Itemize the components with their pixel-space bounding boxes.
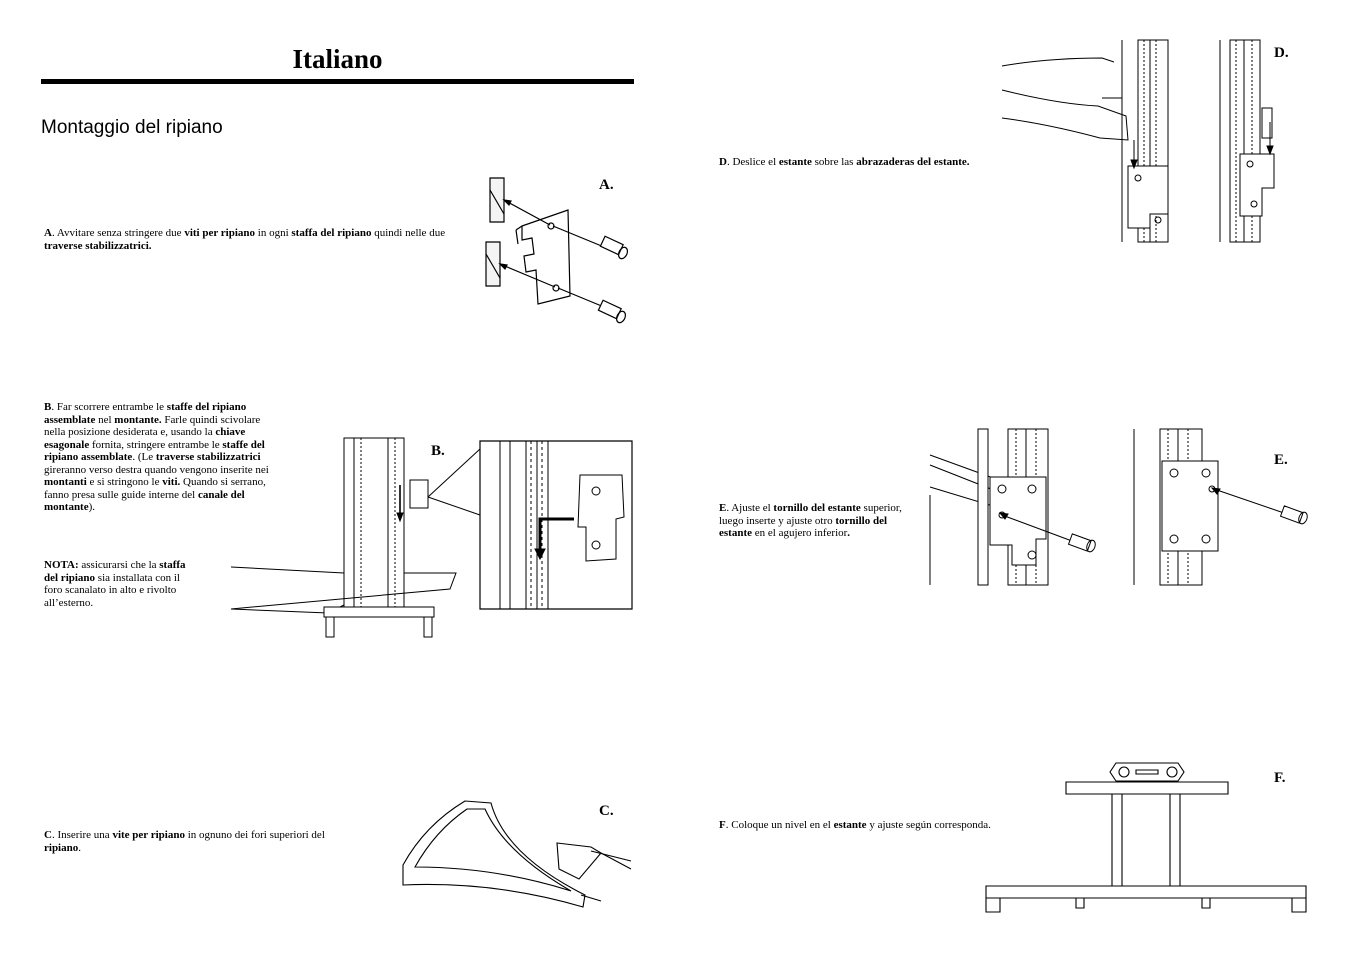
text-run: in ognuno dei fori superiori del [184,829,325,841]
figure-b-column-bracket [228,435,638,645]
step-d-text: D. Deslice el estante sobre las abrazade… [719,156,1019,169]
text-run: . Avvitare senza stringere due [51,227,185,239]
bold-term: tornillo del estante [773,502,861,514]
bold-term: estante [833,819,867,831]
text-run: ). [88,501,96,513]
bold-term: montante. [114,413,162,426]
text-run: nel [95,413,115,426]
figure-d-shelf-slide [998,38,1263,246]
section-heading: Montaggio del ripiano [41,117,223,138]
text-run: en el agujero inferior [752,527,848,539]
figure-a-bracket-screws [480,170,640,330]
figure-label-e: E. [1274,452,1288,468]
bold-term: staffa del ripiano [291,227,372,239]
text-run: . Deslice el [726,156,779,168]
bold-term: . [847,527,851,539]
text-run: superior, luego inserte y ajuste otro [719,502,902,527]
bold-term: ripiano [44,841,79,854]
bold-term: B [44,401,52,413]
figure-e-screws [928,427,1313,589]
text-run: . Coloque un nivel en el [725,819,834,831]
bold-term: montanti [44,476,87,488]
bold-term: D [719,156,727,168]
text-run: . Inserire una [51,829,113,841]
text-run: assicurarsi che la [78,559,160,571]
step-b-text: B. Far scorrere entrambe le staffe del r… [44,401,279,514]
step-e-text: E. Ajuste el tornillo del estante superi… [719,502,915,540]
text-run: Quando si serrano, fanno presa sulle gui… [44,476,266,501]
text-run: sobre las [811,156,857,168]
text-run: sia installata con il foro scanalato in … [44,571,180,609]
step-c-text: C. Inserire una vite per ripiano in ognu… [44,829,364,854]
bold-term: staffe del ripiano assemblate [44,401,247,426]
bold-term: F [719,819,726,831]
bold-term: traverse stabilizzatrici. [44,239,152,252]
text-run: e si stringono le [86,476,163,488]
bold-term: staffa del ripiano [44,559,186,584]
bold-term: NOTA: [44,559,79,571]
bold-term: viti per ripiano [184,227,256,239]
text-run: y ajuste según corresponda. [866,819,991,831]
figure-label-f: F. [1274,770,1286,786]
text-run: . [78,841,81,854]
bold-term: traverse stabilizzatrici [155,451,261,463]
step-f-text: F. Coloque un nivel en el estante y ajus… [719,819,1049,832]
bold-term: canale del montante [44,488,245,514]
step-a-text: A. Avvitare senza stringere due viti per… [44,227,449,252]
bold-term: estante [778,156,812,168]
figure-f-level [982,760,1312,918]
bold-term: C [44,829,52,841]
bold-term: chiave esagonale [44,426,246,451]
text-run: . Ajuste el [726,502,774,514]
bold-term: abrazaderas del estante. [856,156,970,168]
figure-label-c: C. [599,803,614,819]
text-run: gireranno verso destra quando vengono in… [44,463,269,476]
page-title: Italiano [292,44,383,74]
bold-term: viti. [162,476,181,488]
text-run: quindi nelle due [371,227,446,239]
text-run: . (Le [132,451,156,463]
step-b-note: NOTA: assicurarsi che la staffa del ripi… [44,559,196,609]
text-run: . Far scorrere entrambe le [51,401,167,413]
figure-label-a: A. [599,177,614,193]
text-run: in ogni [255,227,292,239]
bold-term: E [719,502,727,514]
bold-term: A [44,227,52,239]
text-run: Farle quindi scivolare nella posizione d… [44,413,261,439]
figure-c-shelf [395,795,640,910]
figure-label-d: D. [1274,45,1289,61]
bold-term: staffe del ripiano assemblate [44,438,265,464]
bold-term: vite per ripiano [112,829,185,841]
bold-term: tornillo del estante [719,514,888,540]
text-run: fornita, stringere entrambe le [89,438,223,451]
figure-label-b: B. [431,443,445,459]
title-rule [41,79,634,84]
